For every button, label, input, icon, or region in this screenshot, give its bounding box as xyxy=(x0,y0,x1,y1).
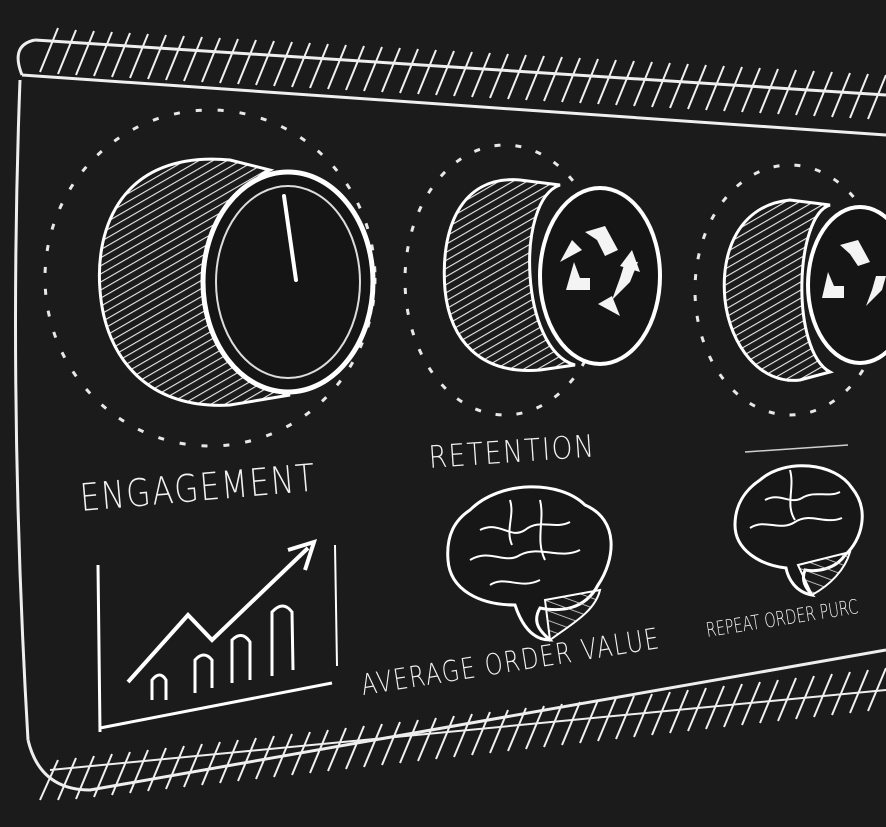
panel-bottom-hatching xyxy=(39,667,886,801)
dial-needle xyxy=(282,194,298,282)
retention-recycle-knob xyxy=(403,143,662,417)
recycle-icon xyxy=(822,240,886,306)
engagement-dial-knob xyxy=(43,108,377,448)
brain-icon xyxy=(446,485,613,642)
recycle-icon xyxy=(560,226,640,316)
third-recycle-knob xyxy=(693,163,886,417)
growth-chart-icon xyxy=(96,538,338,733)
panel-outline xyxy=(14,38,886,792)
panel-top-hatching xyxy=(39,27,886,120)
brain-icon xyxy=(733,444,864,598)
